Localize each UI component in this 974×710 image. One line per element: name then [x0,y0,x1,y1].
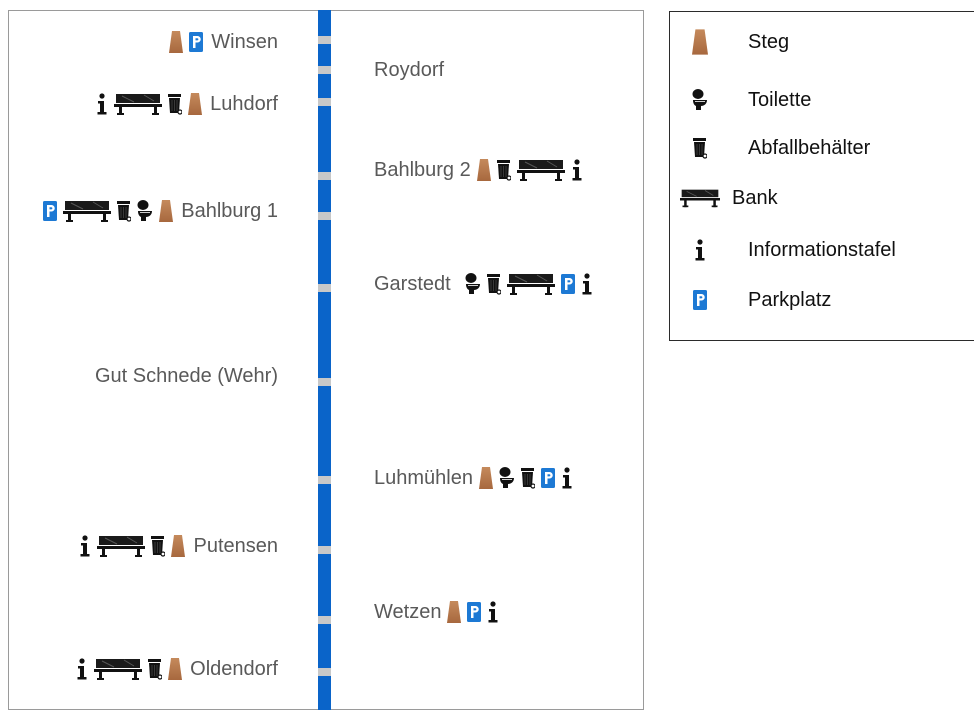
stop-roydorf: Roydorf [374,55,450,85]
stop-label: Bahlburg 2 [374,158,471,181]
legend-item-abfallbehaelter: Abfallbehälter [670,130,970,166]
trash-bin-icon [117,200,132,222]
trash-bin-icon [670,137,730,159]
info-icon [561,467,573,489]
stop-label: Gut Schnede (Wehr) [94,364,278,387]
legend-label: Bank [732,186,778,209]
toilet-icon [465,273,481,295]
stop-label: Luhmühlen [374,466,473,489]
stop-label: Winsen [211,30,278,53]
steg-icon [171,535,186,557]
river-marker [318,172,331,180]
trash-bin-icon [168,93,183,115]
stop-icons [465,273,593,295]
river-marker [318,476,331,484]
stop-luhdorf: Luhdorf [96,89,278,119]
legend-item-toilette: Toilette [670,82,970,118]
info-icon [76,658,88,680]
river-marker [318,616,331,624]
bench-icon [114,93,163,115]
legend-item-informationstafel: Informationstafel [670,232,970,268]
stop-label: Garstedt [374,272,451,295]
stop-label: Luhdorf [210,92,278,115]
steg-icon [670,29,730,55]
stop-oldendorf: Oldendorf [76,654,278,684]
info-icon [581,273,593,295]
legend-item-parkplatz: Parkplatz [670,282,970,318]
stop-label: Wetzen [374,600,442,623]
river-line [318,10,331,710]
legend-item-steg: Steg [670,24,970,60]
stop-luhmuehlen: Luhmühlen [374,463,573,493]
steg-icon [168,658,183,680]
info-icon [487,601,499,623]
bench-icon [516,159,565,181]
river-marker [318,36,331,44]
bench-icon [97,535,146,557]
stop-label: Bahlburg 1 [181,199,278,222]
trash-bin-icon [520,467,535,489]
bench-icon [506,273,555,295]
legend: Steg Toilette Abfallbehälter Bank Inform… [669,11,974,341]
stop-icons [43,200,174,222]
stop-gut-schnede: Gut Schnede (Wehr) [87,361,278,391]
legend-label: Parkplatz [748,288,832,311]
stop-bahlburg-2: Bahlburg 2 [374,155,583,185]
stop-putensen: Putensen [79,531,278,561]
bench-icon [94,658,143,680]
legend-label: Abfallbehälter [748,136,871,159]
legend-item-bank: Bank [670,180,970,216]
parking-icon [540,468,555,488]
stop-icons [96,93,203,115]
trash-bin-icon [148,658,163,680]
stop-icons [79,535,186,557]
stop-bahlburg-1: Bahlburg 1 [43,196,278,226]
parking-icon [189,32,204,52]
info-icon [670,239,730,261]
stop-wetzen: Wetzen [374,597,499,627]
stop-icons [478,467,573,489]
parking-icon [670,290,730,310]
steg-icon [159,200,174,222]
bench-icon [63,200,112,222]
river-marker [318,98,331,106]
river-marker [318,284,331,292]
stop-icons [76,658,183,680]
river-marker [318,212,331,220]
stop-icons [476,159,583,181]
steg-icon [447,601,462,623]
toilet-icon [499,467,515,489]
toilet-icon [670,89,730,111]
legend-label: Informationstafel [748,238,896,261]
river-marker [318,66,331,74]
parking-icon [43,201,58,221]
steg-icon [188,93,203,115]
legend-label: Steg [748,30,790,53]
river-marker [318,378,331,386]
stop-label: Oldendorf [190,657,278,680]
bench-icon [670,188,730,208]
stop-icons [169,31,204,53]
stop-label: Roydorf [374,58,445,81]
parking-icon [467,602,482,622]
legend-label: Toilette [748,88,812,111]
steg-icon [478,467,493,489]
toilet-icon [137,200,153,222]
info-icon [96,93,108,115]
steg-icon [169,31,184,53]
stop-garstedt: Garstedt [374,269,593,299]
trash-bin-icon [151,535,166,557]
trash-bin-icon [496,159,511,181]
stop-label: Putensen [193,534,278,557]
river-marker [318,546,331,554]
info-icon [79,535,91,557]
river-marker [318,668,331,676]
stop-icons [447,601,499,623]
steg-icon [476,159,491,181]
parking-icon [560,274,575,294]
stop-winsen: Winsen [169,27,278,57]
trash-bin-icon [486,273,501,295]
info-icon [571,159,583,181]
